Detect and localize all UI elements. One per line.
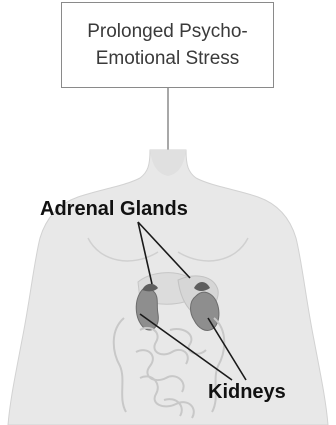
stress-box-line1: Prolonged Psycho- [87, 18, 248, 45]
kidneys-label: Kidneys [208, 381, 286, 404]
stress-box-line2: Emotional Stress [96, 45, 240, 72]
stress-box: Prolonged Psycho- Emotional Stress [61, 2, 274, 88]
adrenal-glands-label: Adrenal Glands [40, 198, 188, 221]
